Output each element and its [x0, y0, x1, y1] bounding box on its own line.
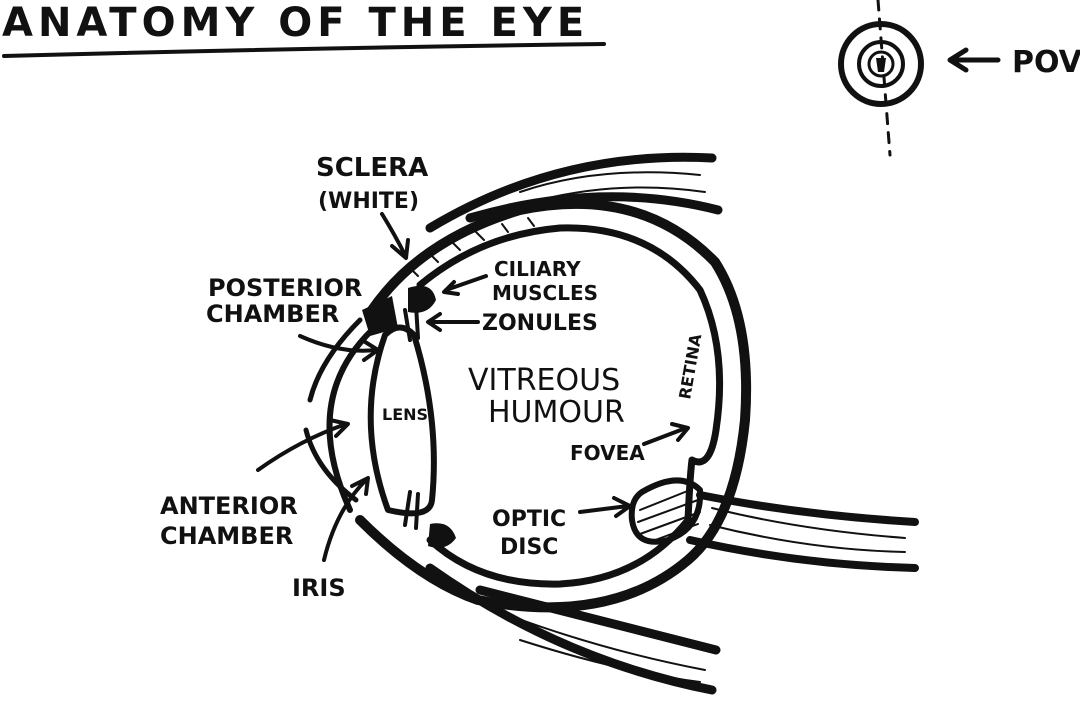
optic-disc-label: OPTIC [492, 507, 566, 532]
page-title: ANATOMY OF THE EYE [2, 0, 589, 46]
ciliary-muscle-top [408, 286, 436, 313]
ciliary-muscles-sub-label: MUSCLES [492, 281, 598, 305]
posterior-chamber-label: POSTERIOR [208, 274, 362, 302]
optic-disc-arrow [580, 498, 630, 516]
vitreous-humour-sub-label: HUMOUR [488, 395, 625, 430]
ciliary-muscles-arrow [444, 276, 486, 294]
posterior-chamber-sub-label: CHAMBER [206, 300, 339, 328]
zonules-arrow [428, 314, 478, 330]
sclera-arrow [382, 214, 408, 258]
vitreous-humour-label: VITREOUS [468, 363, 620, 398]
ciliary-muscles-label: CILIARY [494, 257, 581, 281]
pov-eye-icon [841, 0, 921, 155]
iris-label: IRIS [292, 574, 346, 602]
anterior-chamber-sub-label: CHAMBER [160, 522, 293, 550]
ciliary-muscle-bottom [428, 523, 456, 548]
pov-label: POV [1012, 45, 1080, 80]
pov-arrow [950, 50, 998, 70]
fovea-arrow [644, 424, 688, 444]
sclera-sub-label: (WHITE) [318, 189, 419, 214]
retina-label: RETINA [675, 332, 705, 401]
lens-label: LENS [382, 405, 428, 424]
sclera-label: SCLERA [316, 153, 428, 183]
fovea-label: FOVEA [570, 441, 645, 465]
anterior-chamber-label: ANTERIOR [160, 492, 298, 520]
zonules-label: ZONULES [482, 311, 598, 336]
upper-eye-muscle [430, 157, 718, 228]
optic-disc-sub-label: DISC [500, 535, 558, 560]
